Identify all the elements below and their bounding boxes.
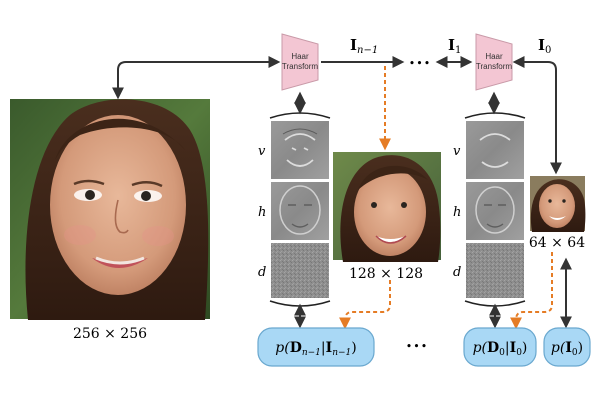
detail-stack-right [464,112,526,307]
dist-box-D0: p(D0|I0) [463,327,537,367]
ellipsis-bottom: ••• [406,340,428,353]
resolution-256: 256 × 256 [73,326,147,342]
dist-label-Dn-1: p(Dn−1|In−1) [275,340,356,358]
band-label-d-right: d [453,265,461,280]
band-v-left [271,121,329,179]
portrait-64 [530,176,586,232]
dist-box-I0: p(I0) [543,327,591,367]
ellipsis-top: ••• [409,57,431,70]
haar-transform-right: Haar Transform [475,33,513,91]
flow-arrows [112,56,572,329]
brace-bottom-left [269,300,331,307]
band-d-right [466,243,524,298]
haar-right-line2: Transform [476,62,512,71]
haar-transform-left: Haar Transform [281,33,319,91]
label-In-1: In−1 [350,36,378,56]
band-label-d-left: d [258,265,266,280]
haar-left-line1: Haar [291,52,309,61]
arrow-large-to-haar [112,56,281,100]
band-label-h-right: h [453,205,461,220]
resolution-64: 64 × 64 [529,235,585,251]
arrow-orange-to-dist1 [339,280,391,330]
haar-left-line2: Transform [282,62,318,71]
detail-stack-left [269,112,331,307]
band-label-v-right: v [453,144,461,159]
dist-label-I0: p(I0) [551,340,583,358]
resolution-128: 128 × 128 [349,266,423,282]
band-h-right [466,182,524,240]
dist-box-Dn-1: p(Dn−1|In−1) [257,327,375,367]
arrow-orange-to-dist2 [510,252,553,330]
haar-right-line1: Haar [485,52,503,61]
portrait-128 [333,152,441,262]
brace-top-right [464,112,526,119]
portrait-256 [10,99,210,320]
brace-top-left [269,112,331,119]
band-v-right [466,121,524,179]
band-label-h-left: h [258,205,266,220]
label-I1: I1 [448,36,461,56]
band-label-v-left: v [258,144,266,159]
conditioning-arrows [339,66,553,330]
arrow-I0-to-small [512,56,562,175]
dist-label-D0: p(D0|I0) [473,340,528,358]
band-d-left [271,243,329,298]
label-I0: I0 [538,36,551,56]
brace-bottom-right [464,300,526,307]
